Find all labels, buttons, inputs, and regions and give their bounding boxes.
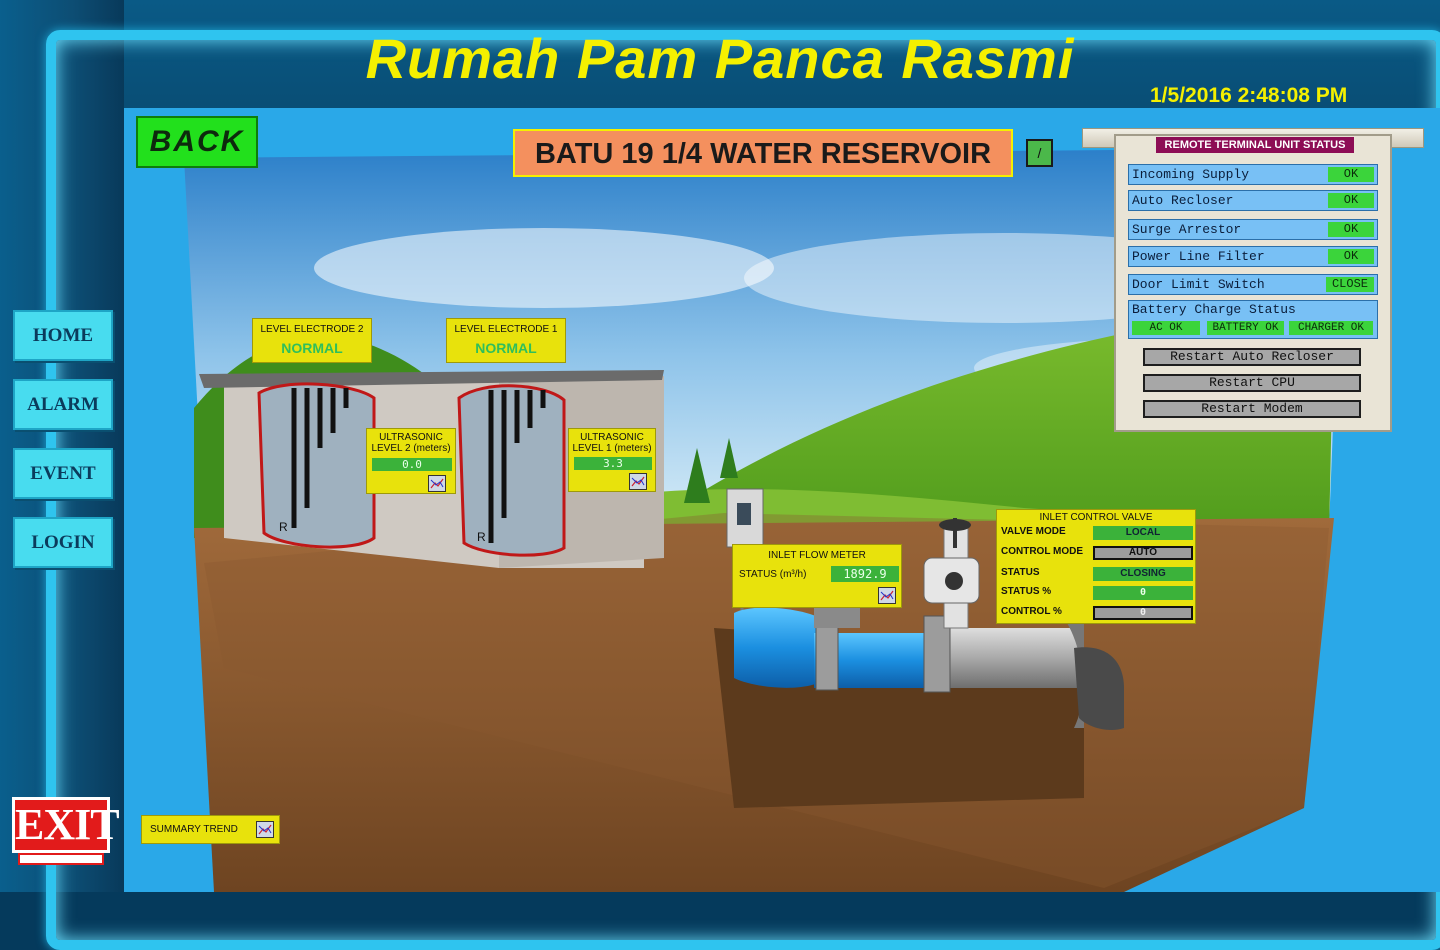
status-badge: OK (1328, 249, 1374, 264)
home-button[interactable]: HOME (13, 310, 113, 361)
inlet-control-valve-panel: INLET CONTROL VALVE VALVE MODE LOCAL CON… (996, 509, 1196, 624)
ultrasonic-level-1-panel: ULTRASONIC LEVEL 1 (meters) 3.3 (568, 428, 656, 492)
rtu-row-power-line-filter: Power Line Filter OK (1128, 246, 1378, 267)
inlet-flow-meter-panel: INLET FLOW METER STATUS (m³/h) 1892.9 (732, 544, 902, 608)
exit-button[interactable]: EXIT (12, 797, 120, 867)
ultrasonic-level-2-panel: ULTRASONIC LEVEL 2 (meters) 0.0 (366, 428, 456, 494)
exit-sign-label: EXIT (12, 797, 120, 853)
level-electrode-1-status: NORMAL (475, 340, 537, 356)
alarm-button[interactable]: ALARM (13, 379, 113, 430)
scene-illustration (184, 148, 1374, 892)
login-button[interactable]: LOGIN (13, 517, 113, 568)
restart-cpu-button[interactable]: Restart CPU (1143, 374, 1361, 392)
summary-trend-button[interactable]: SUMMARY TREND (141, 815, 280, 844)
control-mode-row: CONTROL MODE AUTO (1001, 546, 1193, 562)
status-percent-value: 0 (1093, 586, 1193, 600)
flow-meter-title: INLET FLOW METER (768, 550, 866, 561)
rtu-row-label: Power Line Filter (1132, 249, 1265, 264)
trend-icon[interactable] (428, 475, 446, 492)
rtu-title: REMOTE TERMINAL UNIT STATUS (1156, 137, 1354, 153)
valve-title: INLET CONTROL VALVE (1039, 512, 1153, 523)
tank-1-mark: R (477, 530, 486, 544)
status-badge: CLOSE (1326, 277, 1374, 292)
valve-mode-value: LOCAL (1093, 526, 1193, 540)
valve-status-label: STATUS (1001, 567, 1040, 578)
ultrasonic-level-1-value: 3.3 (574, 457, 652, 470)
rtu-row-label: Auto Recloser (1132, 193, 1234, 208)
reservoir-title: BATU 19 1/4 WATER RESERVOIR (513, 129, 1013, 177)
scene-area: R R (124, 108, 1440, 892)
datetime: 1/5/2016 2:48:08 PM (1150, 84, 1348, 107)
battery-badge: BATTERY OK (1207, 321, 1284, 335)
level-electrode-2-status: NORMAL (281, 340, 343, 356)
battery-charge-status: Battery Charge Status AC OK BATTERY OK C… (1128, 300, 1378, 339)
status-badge: OK (1328, 222, 1374, 237)
back-button[interactable]: BACK (136, 116, 258, 168)
rtu-row-label: Incoming Supply (1132, 167, 1250, 182)
slash-button[interactable]: / (1026, 139, 1053, 167)
rtu-row-label: Door Limit Switch (1132, 277, 1265, 292)
exit-sign-base (18, 853, 104, 865)
status-badge: OK (1328, 167, 1374, 182)
battery-label: Battery Charge Status (1132, 302, 1296, 317)
rtu-row-door-limit-switch: Door Limit Switch CLOSE (1128, 274, 1378, 295)
ultrasonic-level-2-value: 0.0 (372, 458, 452, 471)
status-badge: OK (1328, 193, 1374, 208)
valve-mode-row: VALVE MODE LOCAL (1001, 526, 1193, 542)
status-percent-row: STATUS % 0 (1001, 586, 1193, 602)
control-mode-value[interactable]: AUTO (1093, 546, 1193, 560)
control-mode-label: CONTROL MODE (1001, 546, 1084, 557)
restart-auto-recloser-button[interactable]: Restart Auto Recloser (1143, 348, 1361, 366)
level-electrode-2-label: LEVEL ELECTRODE 2 (260, 324, 364, 335)
ultrasonic-level-1-label: ULTRASONIC LEVEL 1 (meters) (572, 432, 652, 454)
level-electrode-1-label: LEVEL ELECTRODE 1 (454, 324, 558, 335)
rtu-row-auto-recloser: Auto Recloser OK (1128, 190, 1378, 211)
app-title: Rumah Pam Panca Rasmi (365, 27, 1075, 90)
restart-modem-button[interactable]: Restart Modem (1143, 400, 1361, 418)
trend-icon (256, 821, 274, 838)
event-button[interactable]: EVENT (13, 448, 113, 499)
left-rail (0, 0, 124, 892)
valve-status-value: CLOSING (1093, 567, 1193, 581)
charger-badge: CHARGER OK (1289, 321, 1373, 335)
rtu-row-incoming-supply: Incoming Supply OK (1128, 164, 1378, 185)
trend-icon[interactable] (629, 473, 647, 490)
flow-meter-value: 1892.9 (831, 566, 899, 582)
control-percent-value[interactable]: 0 (1093, 606, 1193, 620)
summary-trend-label: SUMMARY TREND (150, 824, 238, 835)
valve-status-row: STATUS CLOSING (1001, 567, 1193, 583)
control-percent-row: CONTROL % 0 (1001, 606, 1193, 622)
trend-icon[interactable] (878, 587, 896, 604)
ac-badge: AC OK (1132, 321, 1200, 335)
level-electrode-2-panel: LEVEL ELECTRODE 2 NORMAL (252, 318, 372, 363)
rtu-row-surge-arrestor: Surge Arrestor OK (1128, 219, 1378, 240)
tank-2-mark: R (279, 520, 288, 534)
level-electrode-1-panel: LEVEL ELECTRODE 1 NORMAL (446, 318, 566, 363)
flow-meter-status-label: STATUS (m³/h) (739, 569, 807, 580)
valve-mode-label: VALVE MODE (1001, 526, 1066, 537)
rtu-row-label: Surge Arrestor (1132, 222, 1242, 237)
ultrasonic-level-2-label: ULTRASONIC LEVEL 2 (meters) (371, 432, 451, 454)
status-percent-label: STATUS % (1001, 586, 1052, 597)
control-percent-label: CONTROL % (1001, 606, 1062, 617)
